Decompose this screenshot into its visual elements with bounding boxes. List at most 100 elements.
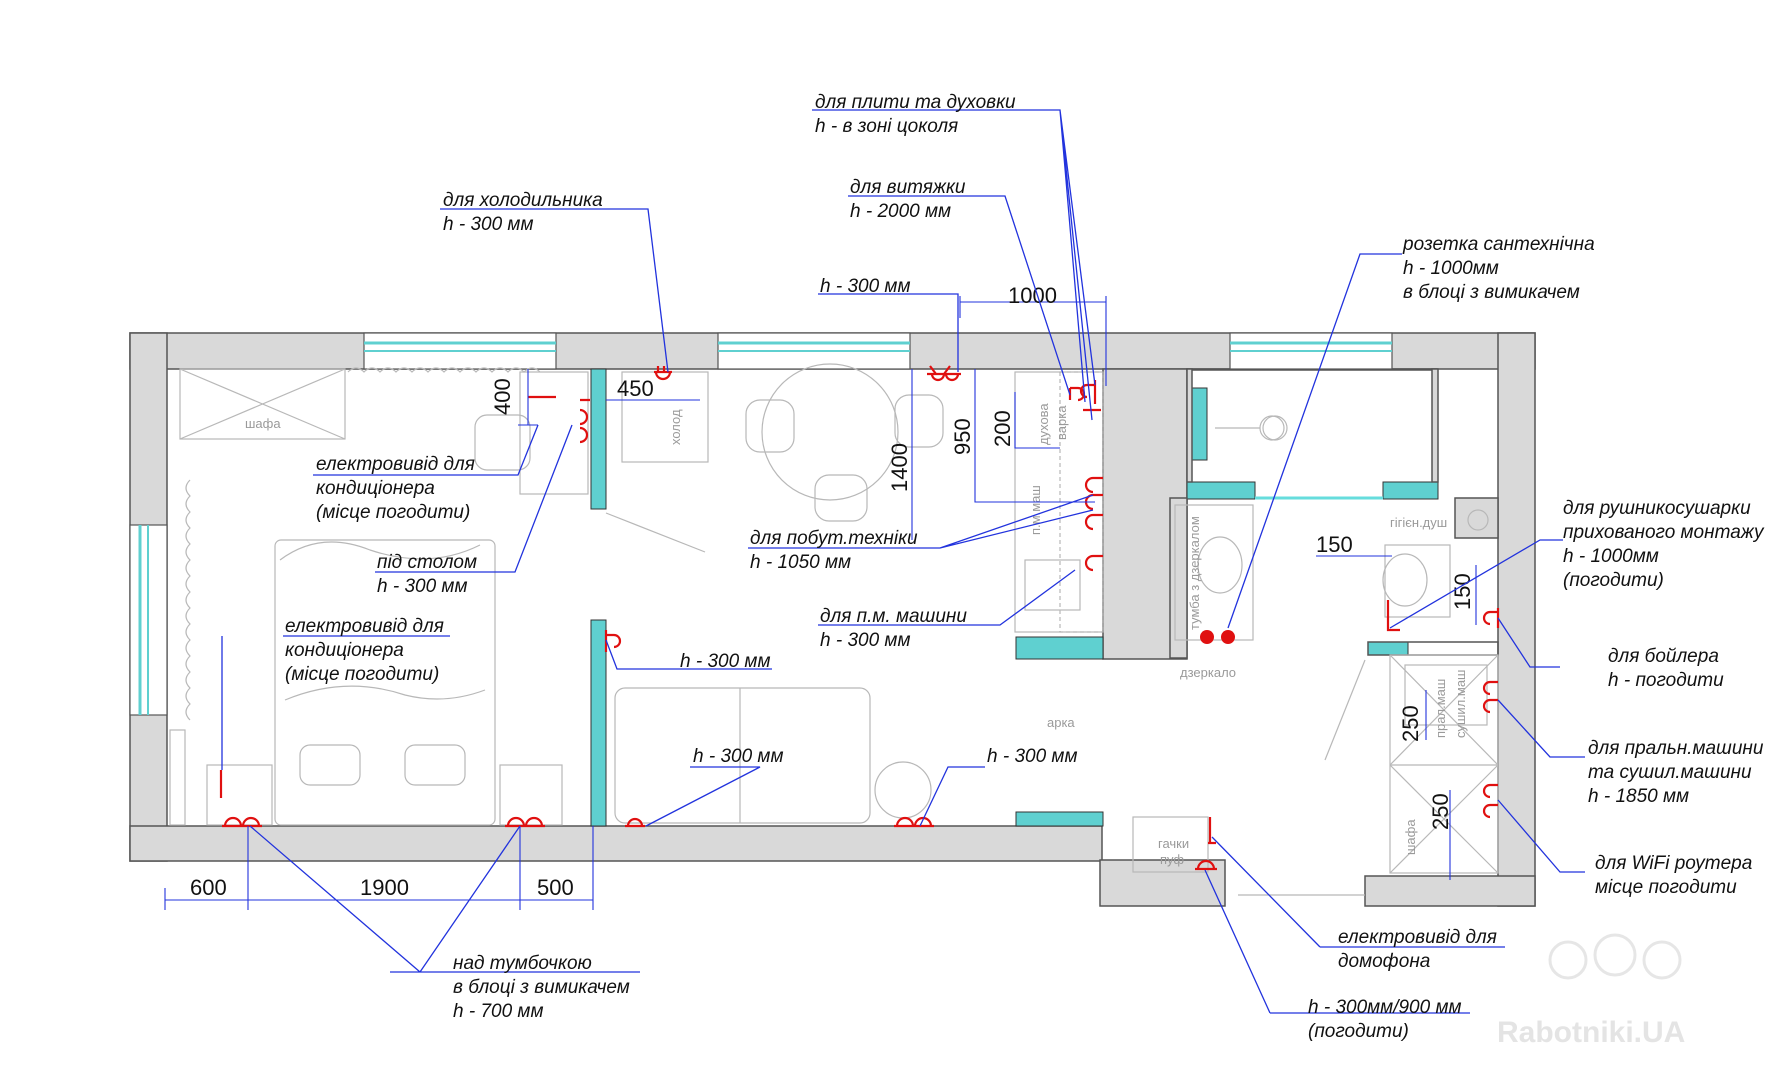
- dim-1400: 1400: [887, 443, 912, 492]
- leader-lines: [221, 109, 1585, 1014]
- dim-1900: 1900: [360, 875, 409, 900]
- socket-entry: [1195, 859, 1217, 871]
- socket-bed-left: [222, 816, 262, 828]
- svg-text:h - погодити: h - погодити: [1608, 670, 1724, 691]
- socket-sofa-left: [625, 817, 645, 828]
- vanity-label: тумба з дзеркалом: [1187, 516, 1202, 630]
- annotation-intercom: електровивід для домофона: [1338, 927, 1497, 972]
- intercom-outlet: [1208, 817, 1216, 845]
- annotation-towel-dryer: для рушникосушарки прихованого монтажу h…: [1563, 498, 1765, 591]
- svg-text:для побут.техніки: для побут.техніки: [750, 528, 918, 549]
- svg-text:та сушил.машини: та сушил.машини: [1588, 762, 1752, 783]
- annotation-h300-right: h - 300 мм: [987, 746, 1077, 767]
- socket-appliances-1: [1084, 476, 1103, 531]
- socket-top-h300: [927, 365, 961, 382]
- arch-label: арка: [1047, 715, 1075, 730]
- hooks-label: гачки: [1158, 836, 1189, 851]
- svg-text:в блоці з вимикачем: в блоці з вимикачем: [453, 977, 630, 998]
- annotation-stove: для плити та духовки h - в зоні цоколя: [815, 92, 1016, 137]
- socket-sofa-right: [894, 816, 934, 828]
- socket-desk: [579, 398, 590, 444]
- dim-150-v: 150: [1450, 573, 1475, 610]
- svg-text:для бойлера: для бойлера: [1608, 646, 1719, 667]
- dryer-label: сушил.маш: [1453, 670, 1468, 739]
- annotation-h300-sofa: h - 300 мм: [693, 746, 783, 767]
- svg-text:розетка сантехнічна: розетка сантехнічна: [1402, 234, 1595, 255]
- svg-text:h - 300 мм: h - 300 мм: [443, 214, 533, 235]
- dim-450: 450: [617, 376, 654, 401]
- svg-text:h - 300 мм: h - 300 мм: [820, 630, 910, 651]
- svg-text:домофона: домофона: [1338, 951, 1430, 972]
- annotation-h300-mid: h - 300 мм: [680, 651, 770, 672]
- annotation-wifi: для WiFi роутера місце погодити: [1595, 853, 1752, 898]
- sockets: [219, 365, 1500, 871]
- socket-boiler: [1482, 608, 1500, 628]
- socket-towel: [1386, 600, 1400, 632]
- socket-dishwasher: [1084, 554, 1103, 572]
- socket-washer: [1482, 680, 1498, 714]
- svg-text:для плити та духовки: для плити та духовки: [815, 92, 1016, 113]
- svg-text:для холодильника: для холодильника: [443, 190, 603, 211]
- svg-text:кондиціонера: кондиціонера: [285, 640, 404, 661]
- socket-bed-right: [505, 816, 545, 828]
- svg-text:над тумбочкою: над тумбочкою: [453, 953, 592, 974]
- wardrobe-label: шафа: [245, 416, 281, 431]
- windows: [129, 332, 1393, 716]
- annotation-ac2: електровивід для кондиціонера (місце пог…: [285, 616, 444, 685]
- svg-text:h - 2000 мм: h - 2000 мм: [850, 201, 951, 222]
- socket-wifi: [1482, 783, 1498, 819]
- oven-label: духова: [1036, 403, 1051, 445]
- wardrobe2-label: шафа: [1403, 819, 1418, 855]
- dim-250-b: 250: [1428, 793, 1453, 830]
- annotation-appliances: для побут.техніки h - 1050 мм: [750, 528, 918, 573]
- annotation-ac1: електровивід для кондиціонера (місце пог…: [316, 454, 475, 523]
- dim-400: 400: [490, 378, 515, 415]
- annotation-under-table: під столом h - 300 мм: [377, 552, 477, 597]
- svg-text:(погодити): (погодити): [1308, 1021, 1409, 1042]
- dim-950: 950: [950, 418, 975, 455]
- dim-1000: 1000: [1008, 283, 1057, 308]
- partition-panels: [590, 368, 1499, 827]
- dim-600: 600: [190, 875, 227, 900]
- watermark-text: Rabotniki.UA: [1497, 1016, 1685, 1049]
- mirror-label: дзеркало: [1180, 665, 1236, 680]
- annotation-sanitary: розетка сантехнічна h - 1000мм в блоці з…: [1402, 234, 1595, 303]
- svg-text:кондиціонера: кондиціонера: [316, 478, 435, 499]
- svg-text:для WiFi роутера: для WiFi роутера: [1595, 853, 1752, 874]
- annotation-nightstand: над тумбочкою в блоці з вимикачем h - 70…: [453, 953, 630, 1022]
- svg-text:h - 1000мм: h - 1000мм: [1563, 546, 1659, 567]
- svg-text:для витяжки: для витяжки: [850, 177, 966, 198]
- svg-text:в блоці з вимикачем: в блоці з вимикачем: [1403, 282, 1580, 303]
- svg-text:h - 1050 мм: h - 1050 мм: [750, 552, 851, 573]
- svg-text:для пральн.машини: для пральн.машини: [1588, 738, 1764, 759]
- dim-500: 500: [537, 875, 574, 900]
- svg-text:h - 700 мм: h - 700 мм: [453, 1001, 543, 1022]
- socket-fridge: [654, 366, 672, 381]
- svg-text:електровивід для: електровивід для: [285, 616, 444, 637]
- watermark: Rabotniki.UA: [1497, 933, 1685, 1049]
- annotation-hood: для витяжки h - 2000 мм: [850, 177, 966, 222]
- svg-text:прихованого монтажу: прихованого монтажу: [1563, 522, 1765, 543]
- svg-text:h - 300 мм: h - 300 мм: [377, 576, 467, 597]
- dim-200: 200: [990, 410, 1015, 447]
- svg-text:(місце погодити): (місце погодити): [316, 502, 470, 523]
- annotation-washer: для пральн.машини та сушил.машини h - 18…: [1588, 738, 1764, 807]
- svg-text:h - 1850 мм: h - 1850 мм: [1588, 786, 1689, 807]
- svg-text:електровивід для: електровивід для: [1338, 927, 1497, 948]
- hob-label: варка: [1054, 405, 1069, 440]
- annotation-h300-top: h - 300 мм: [820, 276, 910, 297]
- fridge-label: холод: [668, 409, 683, 445]
- hygiene-shower-label: гігієн.душ: [1390, 515, 1447, 530]
- svg-text:h - в зоні цоколя: h - в зоні цоколя: [815, 116, 958, 137]
- svg-text:h - 300мм/900 мм: h - 300мм/900 мм: [1308, 997, 1462, 1018]
- svg-text:місце погодити: місце погодити: [1595, 877, 1737, 898]
- annotation-fridge: для холодильника h - 300 мм: [443, 190, 603, 235]
- dim-250-a: 250: [1398, 705, 1423, 742]
- svg-text:(погодити): (погодити): [1563, 570, 1664, 591]
- dim-150-h: 150: [1316, 532, 1353, 557]
- dimension-lines: 1000 450 400 1400 950 200 150 150 250 25…: [164, 283, 1477, 910]
- socket-mid-wall: [604, 630, 622, 652]
- svg-text:електровивід для: електровивід для: [316, 454, 475, 475]
- svg-text:(місце погодити): (місце погодити): [285, 664, 439, 685]
